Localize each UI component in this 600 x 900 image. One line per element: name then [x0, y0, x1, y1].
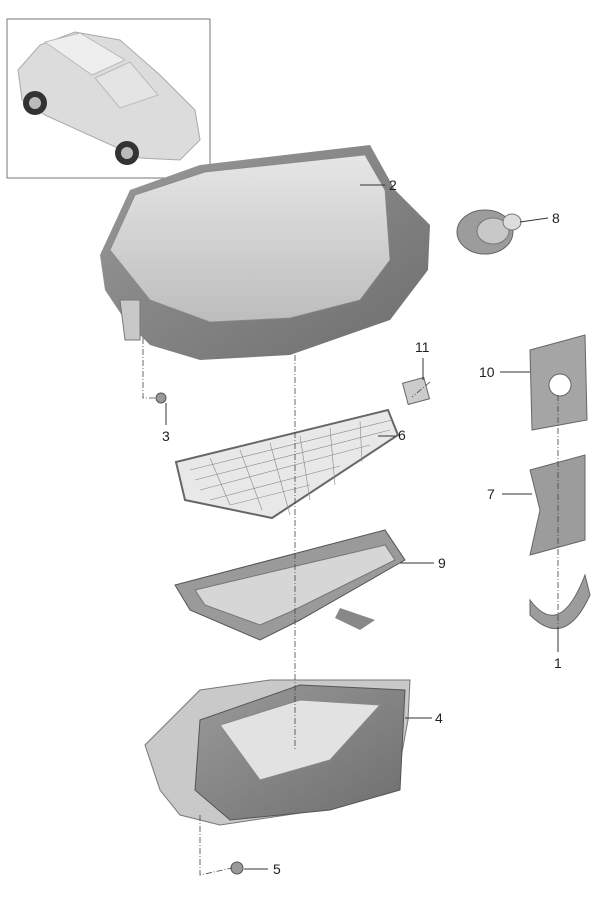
part-cover	[100, 145, 430, 360]
callout-3[interactable]: 3	[162, 428, 170, 444]
part-bracket	[529, 573, 591, 630]
part-nut-3	[155, 392, 167, 404]
callout-11[interactable]: 11	[415, 339, 430, 355]
part-grille	[174, 408, 400, 520]
callout-10[interactable]: 10	[479, 364, 495, 380]
callout-4[interactable]: 4	[435, 710, 443, 726]
part-filter-tray	[174, 529, 406, 641]
callout-5[interactable]: 5	[273, 861, 281, 877]
callout-1[interactable]: 1	[554, 655, 562, 671]
part-nut-5	[230, 861, 244, 875]
vehicle-thumbnail	[6, 18, 211, 179]
callout-2[interactable]: 2	[389, 177, 397, 193]
callout-6[interactable]: 6	[398, 427, 406, 443]
callout-8[interactable]: 8	[552, 210, 560, 226]
part-connector	[401, 376, 431, 406]
part-housing	[144, 679, 411, 826]
leader-lines	[165, 184, 559, 870]
part-grommet	[456, 209, 522, 255]
assembly-lines	[142, 338, 559, 876]
part-plate	[529, 334, 588, 431]
callout-9[interactable]: 9	[438, 555, 446, 571]
part-seal	[529, 454, 586, 556]
callout-7[interactable]: 7	[487, 486, 495, 502]
